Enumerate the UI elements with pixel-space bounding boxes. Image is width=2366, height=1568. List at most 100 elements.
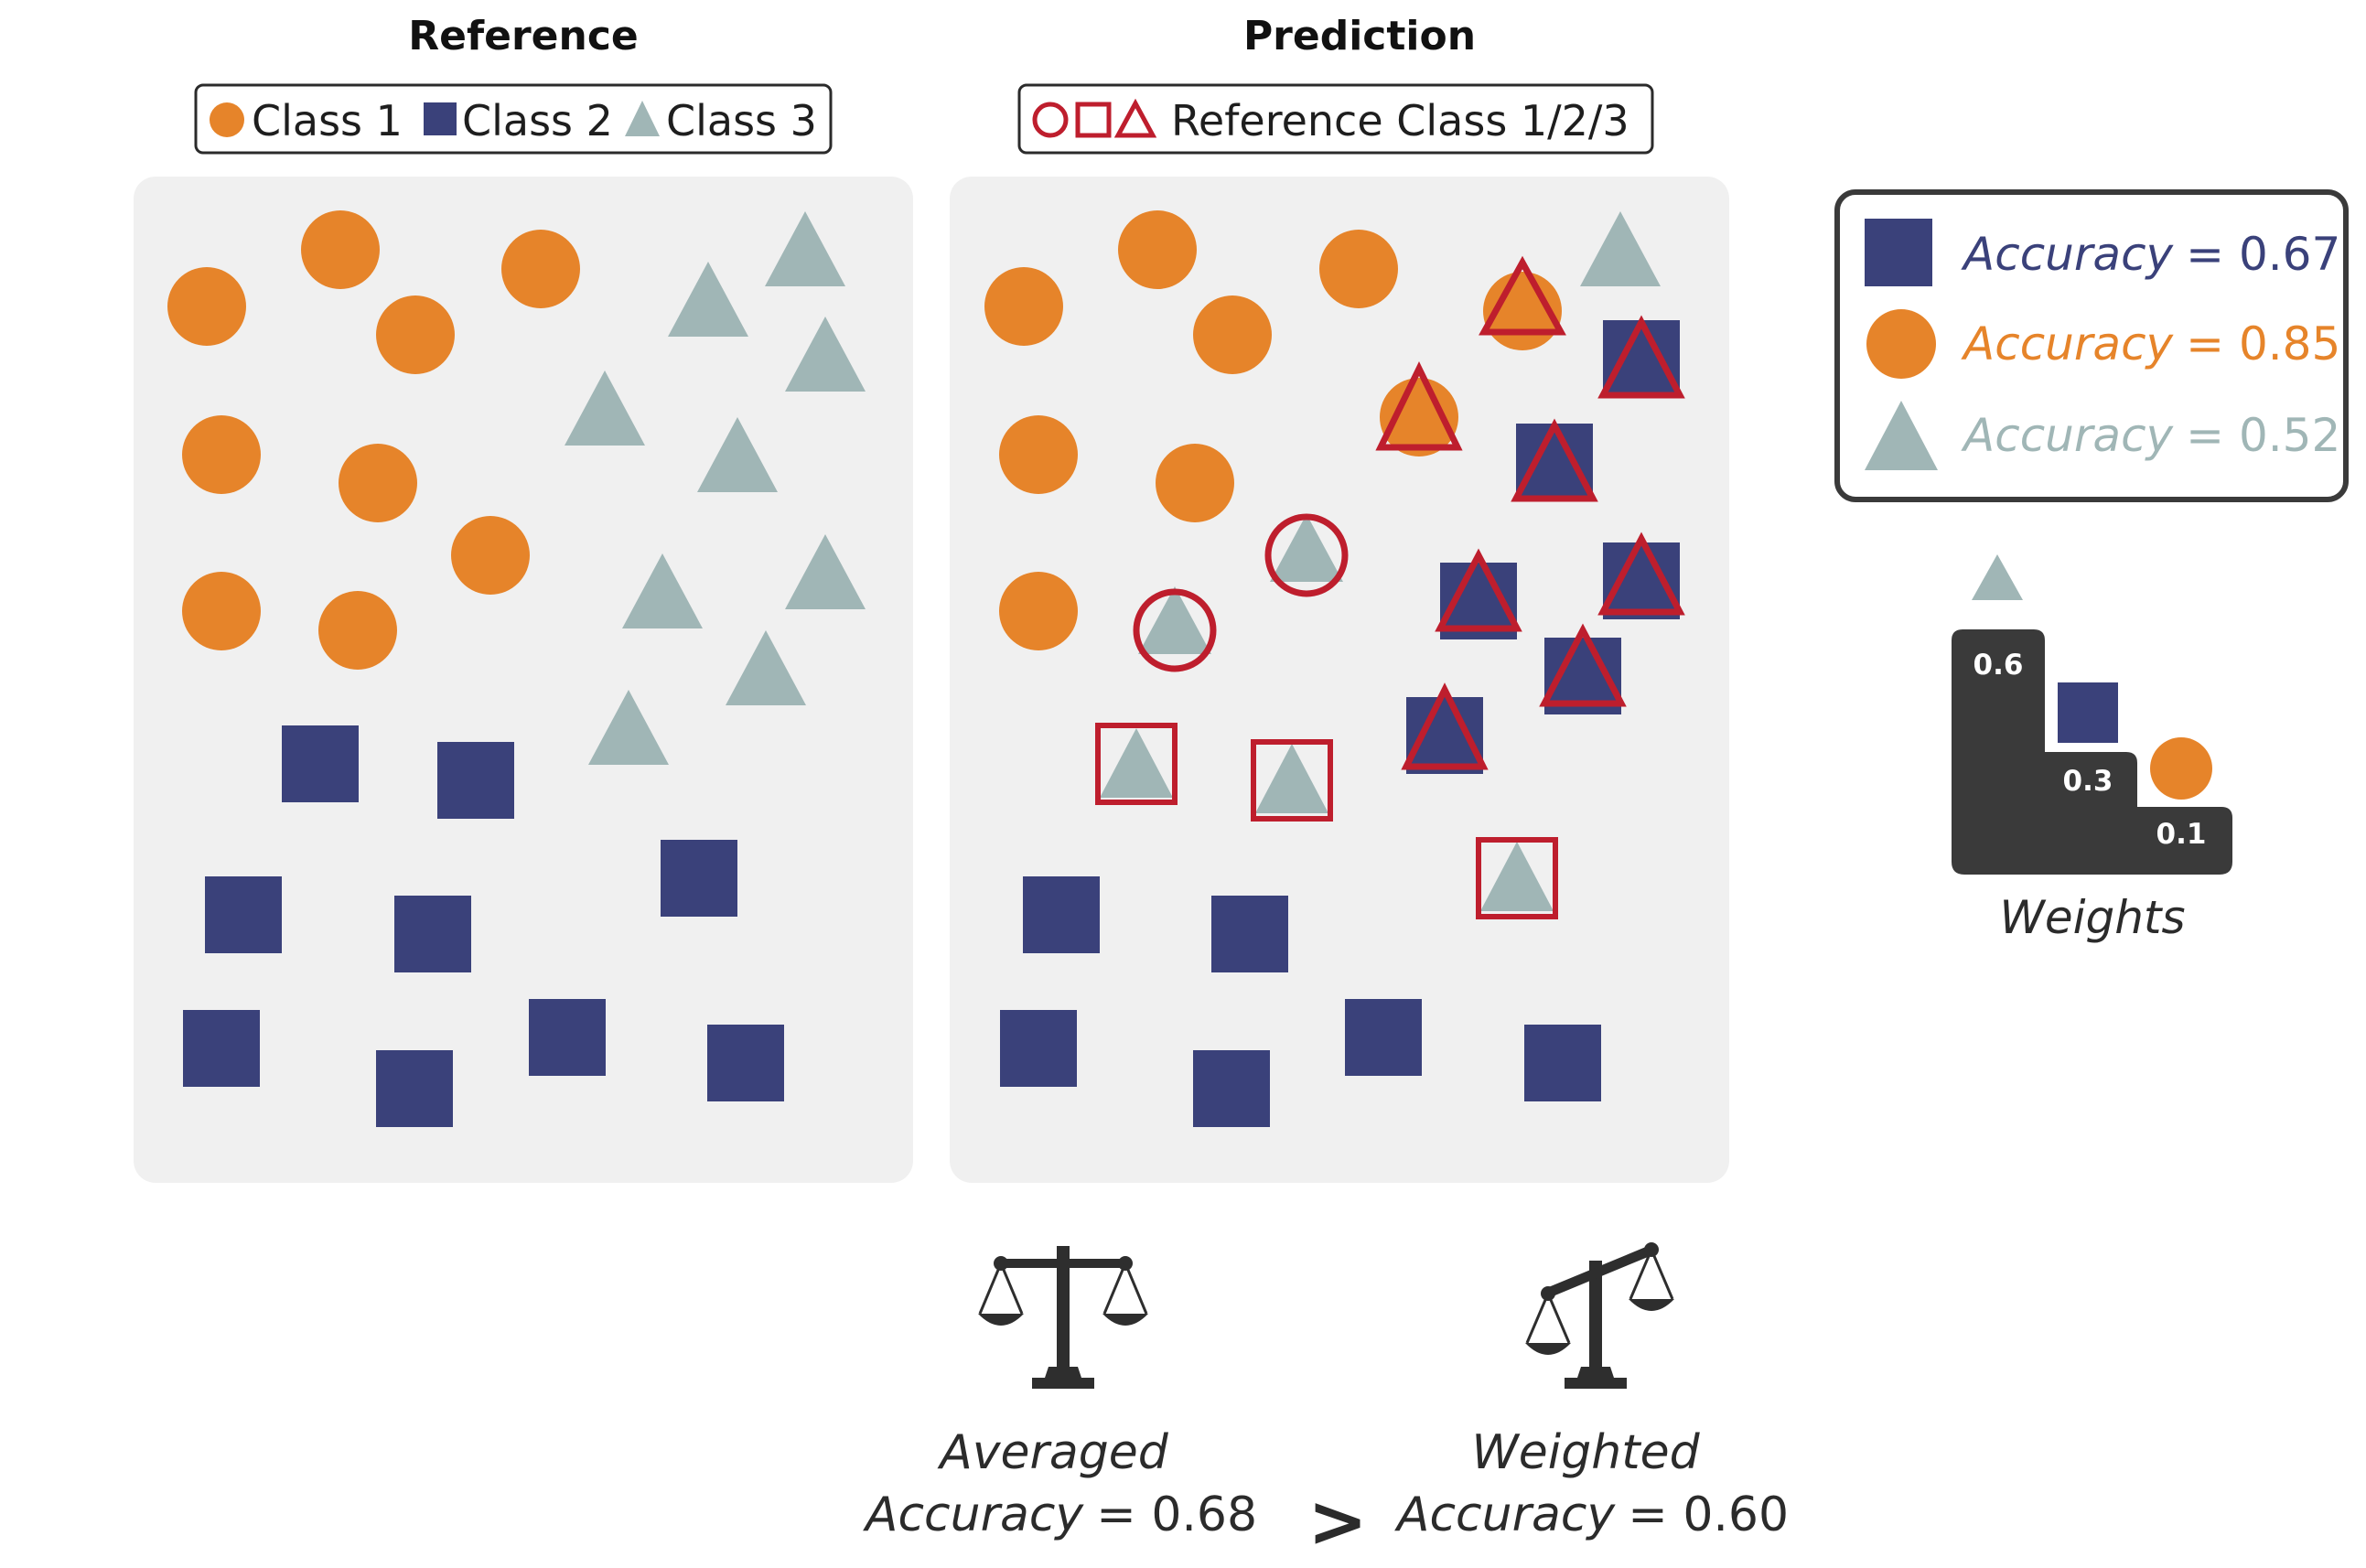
class3-triangle xyxy=(622,553,703,628)
reference-triangle-outline xyxy=(1511,418,1598,502)
class1-circle xyxy=(318,591,397,670)
accuracy-legend-box: Accuracy= 0.67 Accuracy= 0.85 Accuracy= … xyxy=(1834,189,2349,502)
class2-square xyxy=(1603,542,1680,619)
class2-square xyxy=(1211,896,1288,972)
class2-square xyxy=(529,999,606,1076)
balanced-scale-icon xyxy=(978,1246,1148,1389)
class3-triangle xyxy=(588,690,669,765)
reference-triangle-outline xyxy=(1597,532,1685,616)
reference-panel xyxy=(134,177,913,1183)
class1-accuracy-text: Accuracy= 0.85 xyxy=(1961,317,2340,371)
weighted-accuracy: Accuracy= 0.60 xyxy=(1394,1487,1789,1542)
class3-triangle xyxy=(1100,728,1173,798)
averaged-accuracy: Accuracy= 0.68 xyxy=(863,1487,1257,1542)
class2-square xyxy=(1345,999,1422,1076)
class3-accuracy-icon xyxy=(1865,401,1938,470)
prediction-markers xyxy=(984,210,1685,1127)
averaged-label: Averaged xyxy=(937,1425,1169,1480)
class2-square xyxy=(1406,697,1483,774)
class1-circle xyxy=(339,444,417,522)
class2-square xyxy=(1023,876,1100,953)
reference-triangle-outline xyxy=(1401,682,1489,770)
reference-circle-outline xyxy=(1264,513,1349,597)
tilted-scale-icon xyxy=(1525,1242,1674,1389)
class3-triangle xyxy=(1580,211,1661,286)
weight-value-2: 0.3 xyxy=(2063,765,2113,798)
class3-triangle xyxy=(565,371,645,446)
weighted-label: Weighted xyxy=(1471,1425,1700,1480)
weight-value-3: 0.1 xyxy=(2156,818,2207,851)
class3-legend-icon xyxy=(625,101,660,136)
class1-circle xyxy=(501,230,580,308)
prediction-title: Prediction xyxy=(1243,13,1476,59)
greater-than-operator: > xyxy=(1307,1481,1367,1563)
class2-legend-icon xyxy=(424,102,457,135)
weight-value-1: 0.6 xyxy=(1973,649,2024,682)
reference-triangle-outline-icon xyxy=(1113,98,1157,138)
class2-square xyxy=(1000,1010,1077,1087)
reference-triangle-outline xyxy=(1375,361,1463,451)
class2-square xyxy=(1193,1050,1270,1127)
class2-legend-label: Class 2 xyxy=(462,96,613,145)
reference-square-outline xyxy=(1251,739,1333,822)
class1-weight-icon xyxy=(2150,737,2212,800)
class2-square xyxy=(707,1025,784,1101)
class1-circle xyxy=(376,295,455,374)
class1-circle xyxy=(301,210,380,289)
class3-triangle xyxy=(1270,514,1343,582)
class2-accuracy-text: Accuracy= 0.67 xyxy=(1961,228,2340,281)
class3-triangle xyxy=(668,262,748,337)
class2-square xyxy=(376,1050,453,1127)
class3-accuracy-text: Accuracy= 0.52 xyxy=(1961,409,2340,462)
class2-accuracy-icon xyxy=(1865,219,1932,286)
reference-class-legend-label: Reference Class 1/2/3 xyxy=(1171,96,1629,145)
class1-circle xyxy=(182,415,261,494)
class2-weight-icon xyxy=(2058,682,2118,743)
reference-triangle-outline xyxy=(1539,623,1627,707)
class3-triangle xyxy=(1255,744,1328,813)
class2-square xyxy=(661,840,737,917)
class1-circle xyxy=(1319,230,1398,308)
class3-triangle xyxy=(697,417,778,492)
class2-square xyxy=(437,742,514,819)
reference-markers xyxy=(167,210,866,1127)
prediction-legend: Reference Class 1/2/3 xyxy=(1017,83,1654,155)
class3-triangle xyxy=(785,534,866,609)
reference-triangle-outline xyxy=(1435,548,1522,632)
reference-square-outline xyxy=(1095,723,1178,805)
class2-square xyxy=(394,896,471,972)
class2-square xyxy=(1516,424,1593,500)
class2-square xyxy=(1524,1025,1601,1101)
class3-weight-icon xyxy=(1972,554,2023,600)
class2-square xyxy=(1603,320,1680,397)
reference-triangle-outline xyxy=(1479,255,1566,336)
class3-triangle xyxy=(726,630,806,705)
class1-circle xyxy=(1118,210,1197,289)
reference-circle-outline xyxy=(1133,588,1217,672)
reference-triangle-outline xyxy=(1597,315,1685,399)
class1-circle xyxy=(1156,444,1234,522)
class3-triangle xyxy=(765,211,845,286)
class3-triangle xyxy=(1138,586,1211,654)
class3-legend-label: Class 3 xyxy=(666,96,817,145)
class1-circle xyxy=(999,415,1078,494)
weights-podium: 0.6 0.3 0.1 Weights xyxy=(1952,554,2232,944)
class1-circle xyxy=(984,267,1063,346)
class1-circle xyxy=(451,516,530,595)
reference-legend: Class 1 Class 2 Class 3 xyxy=(194,83,833,155)
class1-circle xyxy=(999,572,1078,650)
class1-accuracy-icon xyxy=(1866,309,1936,379)
reference-circle-outline-icon xyxy=(1032,102,1069,138)
class1-circle xyxy=(182,572,261,650)
reference-square-outline xyxy=(1476,837,1558,919)
class2-square xyxy=(183,1010,260,1087)
weights-label: Weights xyxy=(1999,891,2185,944)
reference-square-outline-icon xyxy=(1075,102,1112,138)
class1-legend-label: Class 1 xyxy=(252,96,403,145)
class2-square xyxy=(205,876,282,953)
class3-triangle xyxy=(785,317,866,392)
class3-triangle xyxy=(1480,842,1554,911)
class1-circle xyxy=(167,267,246,346)
class1-legend-icon xyxy=(210,102,244,137)
